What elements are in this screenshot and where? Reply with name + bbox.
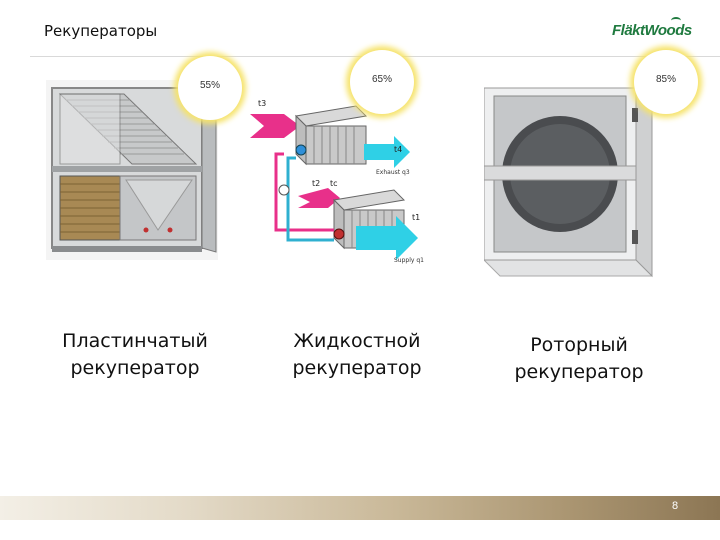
caption-line: рекуператор: [70, 357, 200, 379]
liquid-recuperator-diagram: t3 t4 t2 tc t1 Exhaust q3 Supply q1: [250, 99, 424, 264]
flaktwoods-logo: FläktWoods: [612, 22, 692, 39]
caption-plate: Пластинчатый рекуператор: [40, 328, 230, 382]
exhaust-inlet-arrow: [250, 114, 300, 138]
exhaust-exit-arrow: [364, 136, 410, 168]
label-t2: t2: [312, 179, 320, 188]
label-exhaust: Exhaust q3: [376, 169, 410, 176]
label-t1: t1: [412, 213, 420, 222]
supply-arrow: [356, 216, 418, 260]
plate-recuperator-image: [46, 80, 218, 260]
efficiency-value: 85%: [655, 74, 676, 85]
efficiency-badge-plate: 55%: [178, 56, 242, 120]
efficiency-value: 55%: [199, 80, 220, 91]
caption-liquid: Жидкостной рекуператор: [262, 328, 452, 382]
footer-bar: [0, 496, 720, 520]
caption-line: Жидкостной: [293, 330, 421, 352]
caption-rotary: Роторный рекуператор: [484, 332, 674, 386]
efficiency-value: 65%: [371, 74, 392, 85]
rotary-recuperator-image: [484, 86, 653, 278]
page-number: 8: [672, 500, 679, 512]
caption-line: рекуператор: [292, 357, 422, 379]
logo-swoosh-icon: [671, 17, 681, 24]
caption-line: Пластинчатый: [62, 330, 208, 352]
slide-title: Рекуператоры: [44, 22, 158, 40]
efficiency-badge-rotary: 85%: [634, 50, 698, 114]
label-tc: tc: [330, 179, 338, 188]
label-t4: t4: [394, 145, 402, 154]
caption-line: Роторный: [530, 334, 628, 356]
caption-line: рекуператор: [514, 361, 644, 383]
label-t3: t3: [258, 99, 266, 108]
label-supply: Supply q1: [394, 257, 424, 264]
exhaust-outlet-arrow: [298, 188, 340, 208]
efficiency-badge-liquid: 65%: [350, 50, 414, 114]
